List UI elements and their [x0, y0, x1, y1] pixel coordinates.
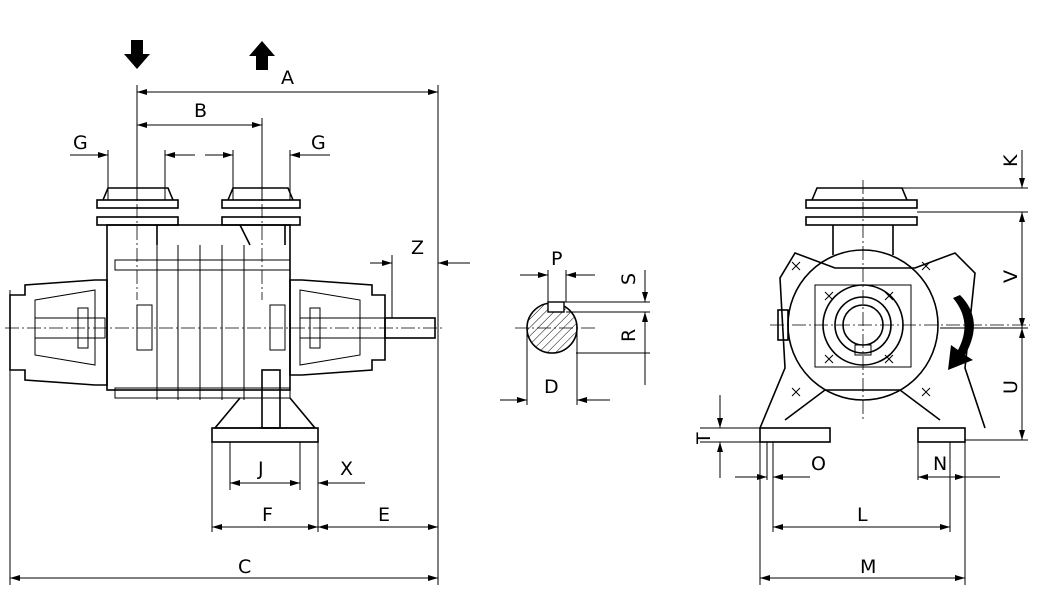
- label-l: L: [857, 504, 868, 526]
- label-t: T: [693, 432, 715, 445]
- label-x: X: [340, 458, 353, 480]
- label-r: R: [618, 329, 640, 342]
- label-f: F: [262, 504, 273, 526]
- pump-front-view: [759, 180, 1030, 443]
- label-n: N: [933, 453, 947, 475]
- arrow-up-icon: [249, 41, 275, 70]
- label-e: E: [378, 504, 390, 526]
- label-j: J: [257, 458, 264, 480]
- label-g-left: G: [73, 132, 88, 154]
- label-u: U: [1000, 380, 1022, 394]
- label-b: B: [194, 100, 207, 122]
- label-d: D: [544, 376, 559, 398]
- label-m: M: [860, 556, 876, 578]
- label-v: V: [1000, 270, 1022, 283]
- label-a: A: [281, 67, 294, 89]
- label-z: Z: [411, 237, 424, 259]
- dimension-labels: A B G G Z P S R D K V U T O N J X F E L …: [73, 67, 1022, 578]
- curved-arrow-icon: [948, 295, 974, 370]
- dimension-lines: [9, 85, 1028, 585]
- label-s: S: [618, 273, 640, 285]
- arrow-down-icon: [124, 40, 150, 69]
- pump-side-view: [5, 160, 445, 443]
- label-o: O: [811, 453, 826, 475]
- label-p: P: [551, 248, 562, 270]
- label-k: K: [1000, 154, 1022, 167]
- label-c: C: [238, 556, 251, 578]
- label-g-right: G: [311, 132, 326, 154]
- shaft-key-section: [515, 301, 595, 354]
